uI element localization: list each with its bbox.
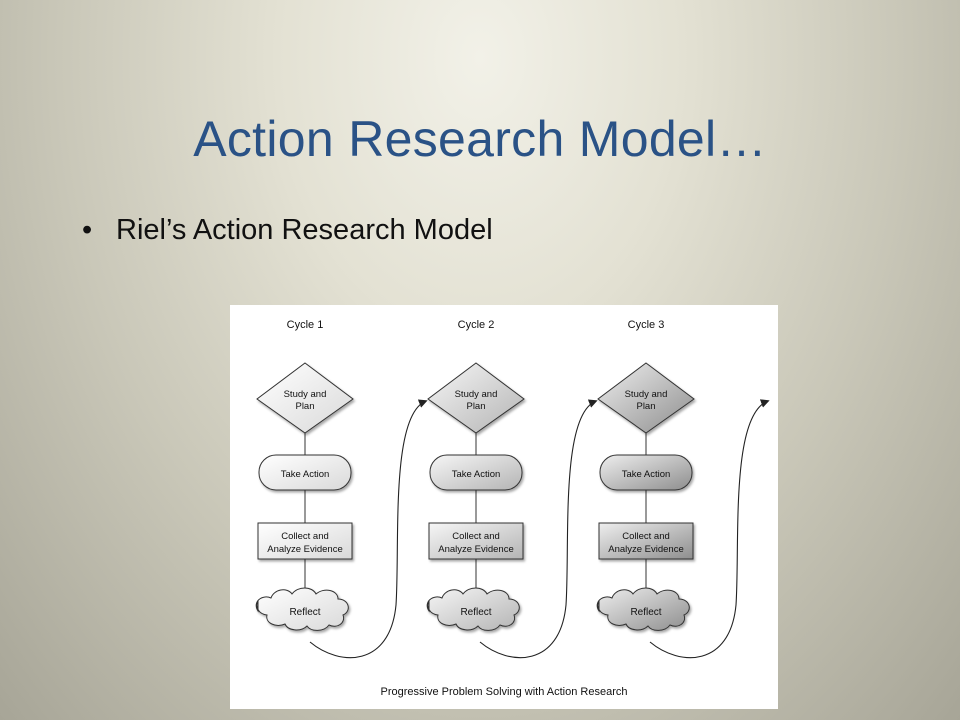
study-plan-diamond [427, 362, 525, 434]
cycle-label: Cycle 1 [287, 319, 324, 331]
cycle-transition-arrow [649, 399, 770, 659]
collect-evidence-label: Collect and [281, 531, 329, 542]
reflect-label: Reflect [460, 607, 491, 618]
take-action-label: Take Action [452, 469, 501, 480]
take-action-label: Take Action [281, 469, 330, 480]
collect-evidence-label: Collect and [452, 531, 500, 542]
reflect-cloud [426, 587, 520, 631]
collect-evidence-box [257, 522, 353, 560]
collect-evidence-box [428, 522, 524, 560]
reflect-label: Reflect [289, 607, 320, 618]
study-plan-label: Plan [466, 401, 485, 412]
reflect-cloud [596, 587, 690, 631]
take-action-box [599, 454, 693, 491]
cycle-transition-arrow [309, 399, 428, 659]
slide-title: Action Research Model… [193, 111, 767, 167]
take-action-label: Take Action [622, 469, 671, 480]
collect-evidence-box [598, 522, 694, 560]
cycle-label: Cycle 2 [458, 319, 495, 331]
cycle-transition-arrow [479, 399, 598, 659]
collect-evidence-label: Analyze Evidence [608, 544, 684, 555]
study-plan-label: Study and [284, 389, 327, 400]
reflect-cloud [255, 587, 349, 631]
take-action-box [258, 454, 352, 491]
collect-evidence-label: Collect and [622, 531, 670, 542]
study-plan-label: Study and [625, 389, 668, 400]
study-plan-label: Plan [295, 401, 314, 412]
cycle-label: Cycle 3 [628, 319, 665, 331]
take-action-box [429, 454, 523, 491]
study-plan-label: Plan [636, 401, 655, 412]
reflect-label: Reflect [630, 607, 661, 618]
study-plan-diamond [597, 362, 695, 434]
diagram-caption: Progressive Problem Solving with Action … [380, 686, 627, 698]
bullet-item: • Riel’s Action Research Model [82, 214, 493, 247]
bullet-dot-icon: • [82, 214, 93, 246]
study-plan-diamond [256, 362, 354, 434]
collect-evidence-label: Analyze Evidence [438, 544, 514, 555]
bullet-text: Riel’s Action Research Model [116, 214, 493, 246]
study-plan-label: Study and [455, 389, 498, 400]
collect-evidence-label: Analyze Evidence [267, 544, 343, 555]
